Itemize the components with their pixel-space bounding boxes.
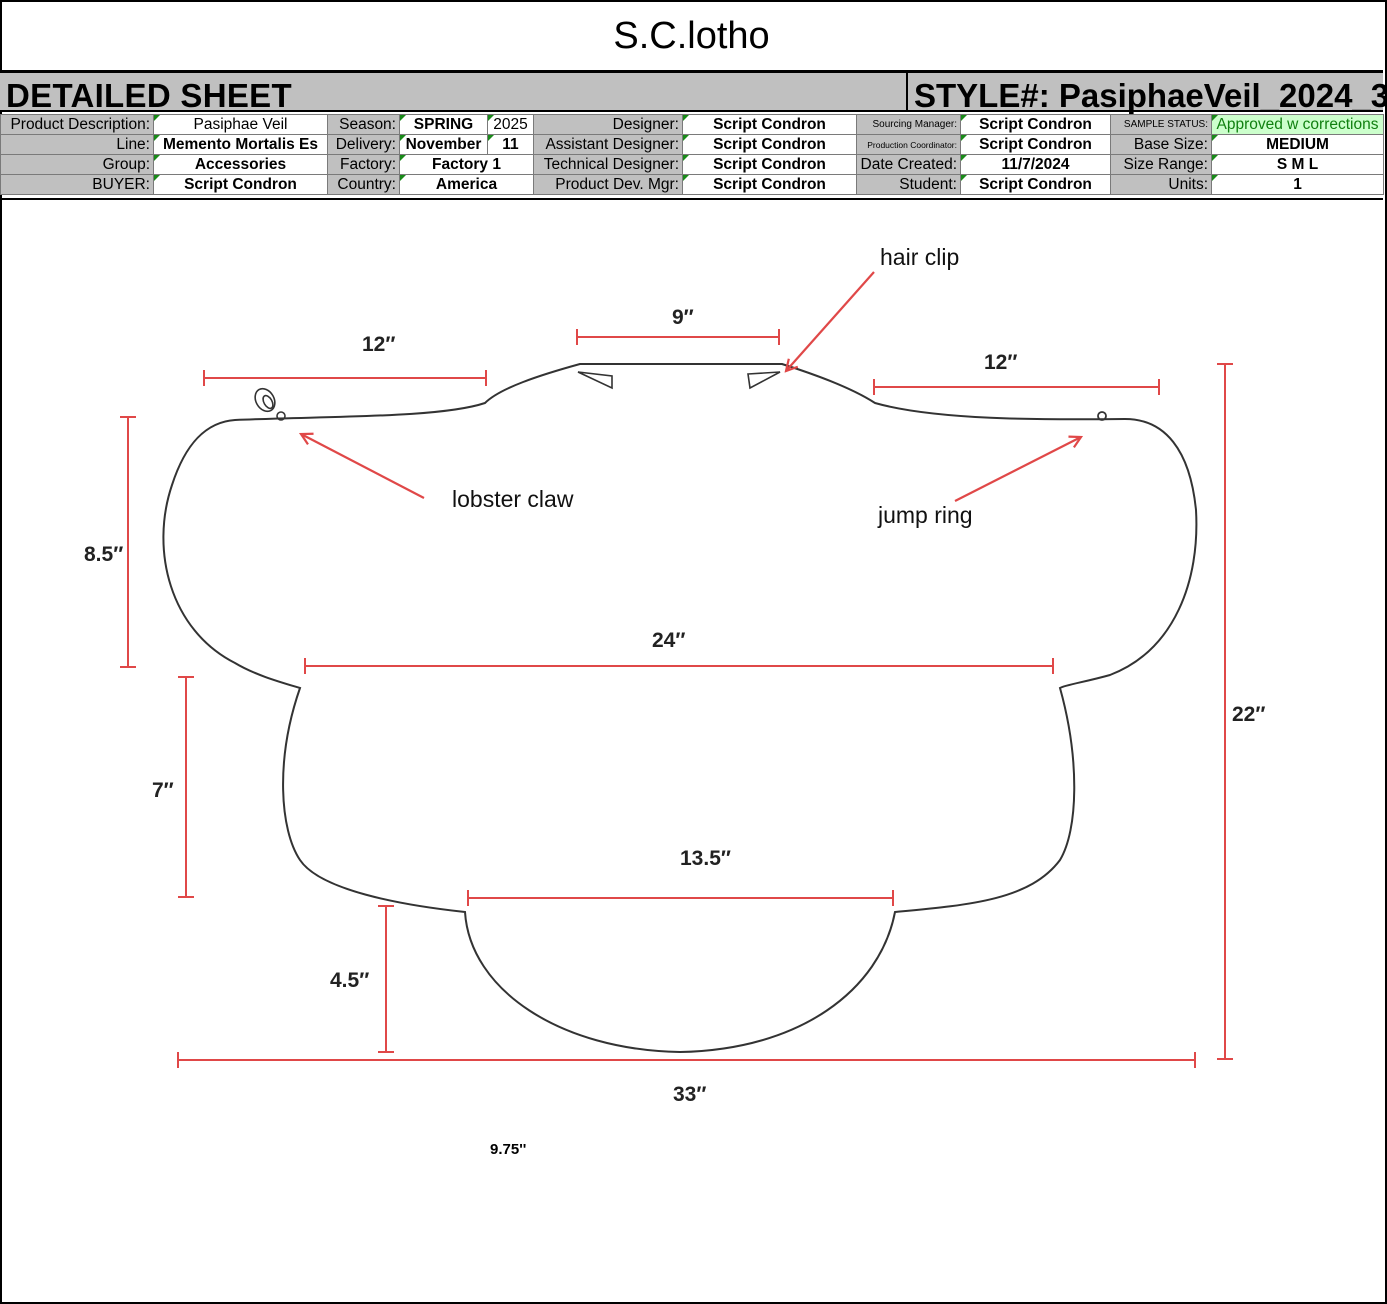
dim-line-total-width xyxy=(177,1052,1196,1068)
product-description-label: Product Description: xyxy=(0,114,154,135)
brand-name: S.C.lotho xyxy=(613,15,770,57)
hair-clip-arrow xyxy=(786,271,875,371)
footnote-measurement: 9.75'' xyxy=(490,1141,527,1158)
date-created-label: Date Created: xyxy=(856,154,961,175)
units-label: Units: xyxy=(1110,174,1212,195)
dim-middle-width: 24″ xyxy=(652,629,685,652)
buyer-label: BUYER: xyxy=(0,174,154,195)
student-label: Student: xyxy=(856,174,961,195)
dim-line-total-length xyxy=(1217,363,1233,1060)
callout-lobster-claw: lobster claw xyxy=(452,486,574,512)
dim-line-upper-tier-height xyxy=(120,416,136,668)
units-value[interactable]: 1 xyxy=(1211,174,1384,195)
dim-line-lower-width xyxy=(467,890,894,906)
info-table: Product Description: Pasiphae Veil Seaso… xyxy=(0,114,1384,195)
dim-right-shoulder: 12″ xyxy=(984,351,1017,374)
base-size-value[interactable]: MEDIUM xyxy=(1211,134,1384,155)
dim-total-length: 22″ xyxy=(1232,703,1265,726)
sample-status-value[interactable]: Approved w corrections xyxy=(1211,114,1384,135)
veil-outline xyxy=(162,363,1198,1054)
callout-hair-clip: hair clip xyxy=(880,244,959,270)
info-table-bottom-rule xyxy=(0,198,1383,200)
dim-line-right-shoulder xyxy=(873,379,1160,395)
country-value[interactable]: America xyxy=(399,174,534,195)
dim-line-lower-tier-height xyxy=(378,905,394,1053)
assistant-designer-label: Assistant Designer: xyxy=(533,134,683,155)
info-row-4: BUYER: Script Condron Country: America P… xyxy=(0,174,1384,195)
line-value[interactable]: Memento Mortalis Es xyxy=(153,134,328,155)
jump-ring-icon xyxy=(1097,411,1107,421)
product-dev-mgr-value[interactable]: Script Condron xyxy=(682,174,857,195)
factory-label: Factory: xyxy=(327,154,400,175)
technical-designer-value[interactable]: Script Condron xyxy=(682,154,857,175)
sheet-title: DETAILED SHEET xyxy=(6,77,292,114)
country-label: Country: xyxy=(327,174,400,195)
sourcing-manager-value[interactable]: Script Condron xyxy=(960,114,1111,135)
line-label: Line: xyxy=(0,134,154,155)
jump-ring-arrow xyxy=(954,437,1081,502)
group-label: Group: xyxy=(0,154,154,175)
style-number: STYLE#: PasiphaeVeil_2024_3 xyxy=(914,77,1387,114)
sourcing-manager-label: Sourcing Manager: xyxy=(856,114,961,135)
dim-lower-tier-height: 4.5″ xyxy=(330,969,369,992)
info-row-1: Product Description: Pasiphae Veil Seaso… xyxy=(0,114,1384,135)
season-year-value[interactable]: 2025 xyxy=(487,114,534,135)
technical-designer-label: Technical Designer: xyxy=(533,154,683,175)
sample-status-label: SAMPLE STATUS: xyxy=(1110,114,1212,135)
dim-line-top-width xyxy=(576,329,780,345)
lobster-claw-arrow xyxy=(301,434,425,499)
production-coordinator-label: Production Coordinator: xyxy=(856,134,961,155)
info-row-2: Line: Memento Mortalis Es Delivery: Nove… xyxy=(0,134,1384,155)
hair-clip-right-icon xyxy=(747,371,781,390)
designer-label: Designer: xyxy=(533,114,683,135)
season-label: Season: xyxy=(327,114,400,135)
lobster-claw-icon xyxy=(254,387,286,421)
product-dev-mgr-label: Product Dev. Mgr: xyxy=(533,174,683,195)
dim-line-left-shoulder xyxy=(203,370,487,386)
dim-total-width: 33″ xyxy=(673,1083,706,1106)
dim-line-middle-tier-height xyxy=(178,676,194,898)
hair-clip-left-icon xyxy=(577,371,613,390)
buyer-value[interactable]: Script Condron xyxy=(153,174,328,195)
dim-line-middle-width xyxy=(304,658,1054,674)
production-coordinator-value[interactable]: Script Condron xyxy=(960,134,1111,155)
student-value[interactable]: Script Condron xyxy=(960,174,1111,195)
size-range-label: Size Range: xyxy=(1110,154,1212,175)
dim-top-width: 9″ xyxy=(672,306,694,329)
product-description-value[interactable]: Pasiphae Veil xyxy=(153,114,328,135)
date-created-value[interactable]: 11/7/2024 xyxy=(960,154,1111,175)
delivery-day-value[interactable]: 11 xyxy=(487,134,534,155)
delivery-month-value[interactable]: November xyxy=(399,134,488,155)
designer-value[interactable]: Script Condron xyxy=(682,114,857,135)
size-range-value[interactable]: S M L xyxy=(1211,154,1384,175)
title-row: DETAILED SHEET STYLE#: PasiphaeVeil_2024… xyxy=(0,70,1387,114)
group-value[interactable]: Accessories xyxy=(153,154,328,175)
style-cell: STYLE#: PasiphaeVeil_2024_3 xyxy=(906,73,1387,114)
callout-jump-ring: jump ring xyxy=(877,502,973,528)
dim-middle-tier-height: 7″ xyxy=(152,779,174,802)
season-value[interactable]: SPRING xyxy=(399,114,488,135)
info-row-3: Group: Accessories Factory: Factory 1 Te… xyxy=(0,154,1384,175)
delivery-label: Delivery: xyxy=(327,134,400,155)
assistant-designer-value[interactable]: Script Condron xyxy=(682,134,857,155)
dim-upper-tier-height: 8.5″ xyxy=(84,543,123,566)
base-size-label: Base Size: xyxy=(1110,134,1212,155)
dim-lower-width: 13.5″ xyxy=(680,847,731,870)
dim-left-shoulder: 12″ xyxy=(362,333,395,356)
veil-flat-sketch: 9″ 12″ 12″ 8.5″ 24″ 7″ 13.5″ 4.5″ 33″ 22… xyxy=(84,244,1265,1106)
factory-value[interactable]: Factory 1 xyxy=(399,154,534,175)
